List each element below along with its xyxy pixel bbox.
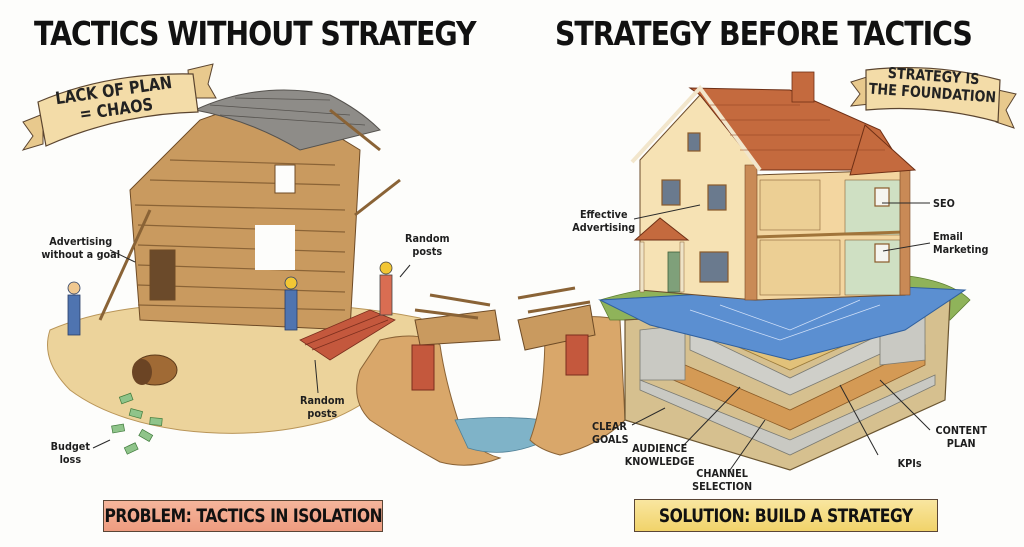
label-email-marketing: Email Marketing bbox=[933, 230, 989, 256]
right-cliff bbox=[529, 316, 626, 456]
shack bbox=[98, 89, 401, 331]
problem-footer-text: PROBLEM: TACTICS IN ISOLATION bbox=[104, 505, 382, 527]
label-clear-goals: CLEAR GOALS bbox=[592, 420, 629, 446]
worker bbox=[379, 261, 393, 316]
solution-footer-box: SOLUTION: BUILD A STRATEGY bbox=[634, 499, 938, 532]
left-ribbon-banner bbox=[21, 63, 217, 151]
label-kpis: KPIs bbox=[897, 457, 922, 470]
worker bbox=[284, 276, 298, 331]
right-ribbon-banner bbox=[849, 66, 1017, 129]
solution-footer-text: SOLUTION: BUILD A STRATEGY bbox=[659, 504, 913, 527]
label-budget-loss: Budget loss bbox=[50, 440, 91, 466]
label-random-posts-bottom: Random posts bbox=[300, 394, 345, 420]
right-title: STRATEGY BEFORE TACTICS bbox=[555, 14, 973, 53]
brick-pile bbox=[299, 309, 396, 361]
problem-footer-box: PROBLEM: TACTICS IN ISOLATION bbox=[103, 500, 383, 532]
house bbox=[630, 71, 917, 301]
label-random-posts-top: Random posts bbox=[405, 232, 450, 258]
label-effective-advertising: Effective Advertising bbox=[572, 208, 636, 234]
left-title: TACTICS WITHOUT STRATEGY bbox=[34, 14, 477, 53]
label-seo: SEO bbox=[933, 197, 955, 210]
label-advertising-without-goal: Advertising without a goal bbox=[41, 235, 121, 261]
broken-bridge-left bbox=[411, 293, 501, 391]
chimney bbox=[791, 71, 815, 103]
label-channel-selection: CHANNEL SELECTION bbox=[692, 467, 753, 493]
label-audience-knowledge: AUDIENCE KNOWLEDGE bbox=[624, 442, 695, 468]
label-content-plan: CONTENT PLAN bbox=[935, 424, 987, 450]
worker bbox=[67, 281, 81, 336]
broken-bridge-right bbox=[517, 286, 596, 376]
money-barrel bbox=[111, 354, 178, 455]
